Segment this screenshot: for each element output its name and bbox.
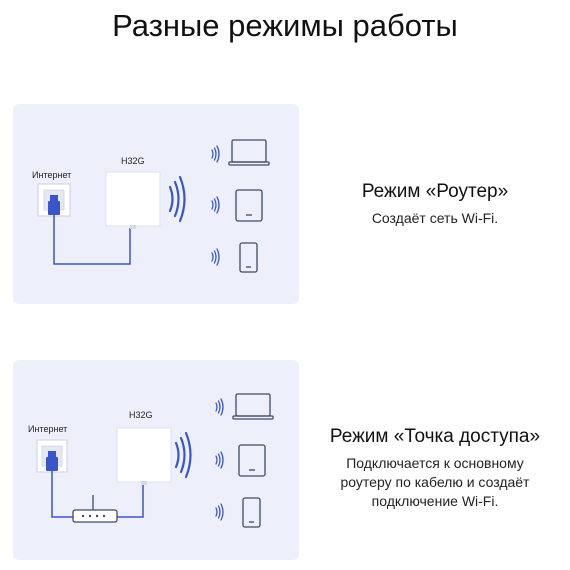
- phone-icon: [239, 242, 258, 273]
- router-mode-info: Режим «Роутер» Создаёт сеть Wi-Fi.: [300, 181, 570, 228]
- ethernet-cable: [117, 484, 144, 518]
- wifi-signal-icon: [215, 451, 224, 469]
- wifi-signal-icon: [168, 175, 186, 223]
- access-point-mode-illustration: [36, 393, 274, 528]
- access-point-mode-info: Режим «Точка доступа» Подключается к осн…: [300, 426, 570, 511]
- tablet-icon: [235, 189, 263, 222]
- wifi-signal-icon: [211, 248, 220, 266]
- device-h32g-icon: [116, 427, 172, 485]
- ethernet-cable: [51, 471, 73, 518]
- router-mode-illustration: [37, 139, 270, 273]
- mode-title: Режим «Точка доступа»: [329, 426, 541, 447]
- wifi-signal-icon: [215, 503, 224, 521]
- device-h32g-icon: [105, 171, 161, 229]
- mode-description: Подключается к основному роутеру по кабе…: [340, 455, 530, 509]
- ethernet-plug-icon: [48, 195, 60, 215]
- access-point-mode-diagram: Интернет H32G: [13, 360, 299, 560]
- tablet-icon: [238, 444, 266, 477]
- wifi-signal-icon: [215, 398, 224, 416]
- device-label: H32G: [121, 156, 145, 166]
- wifi-signal-icon: [211, 145, 220, 163]
- device-label: H32G: [129, 410, 153, 420]
- page-title: Разные режимы работы: [112, 8, 458, 43]
- internet-label: Интернет: [32, 170, 72, 180]
- mode-description: Создаёт сеть Wi-Fi.: [371, 210, 499, 226]
- phone-icon: [242, 497, 261, 528]
- wifi-signal-icon: [174, 431, 192, 479]
- internet-label: Интернет: [28, 424, 68, 434]
- ethernet-cable: [53, 215, 131, 265]
- router-mode-diagram: Интернет H32G: [13, 104, 299, 304]
- laptop-icon: [228, 139, 270, 166]
- mode-title: Режим «Роутер»: [361, 181, 509, 202]
- ethernet-plug-icon: [46, 451, 58, 471]
- router-icon: [72, 495, 118, 523]
- laptop-icon: [232, 393, 274, 420]
- wifi-signal-icon: [211, 196, 220, 214]
